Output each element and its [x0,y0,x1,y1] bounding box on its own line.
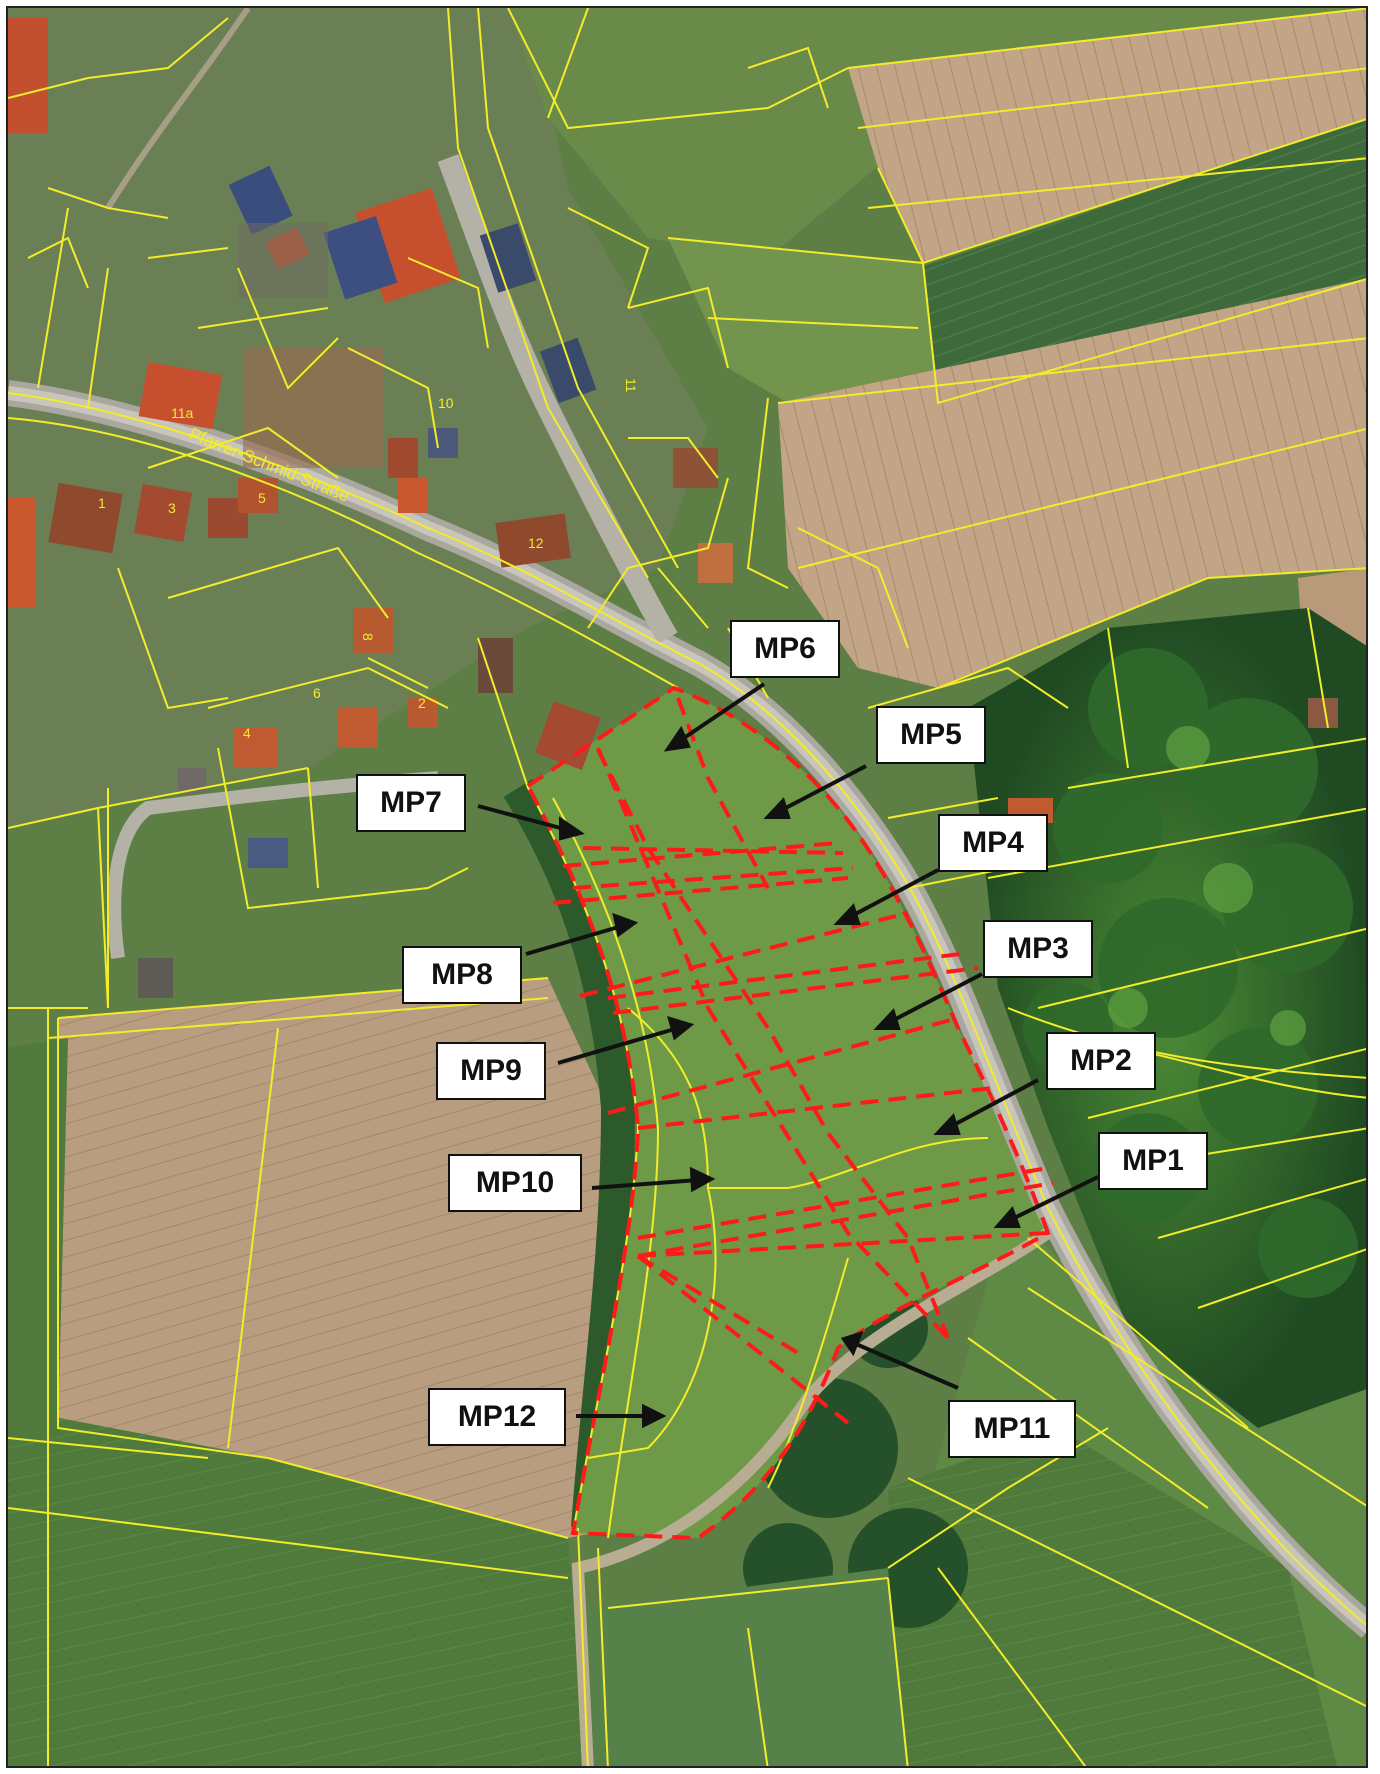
map-canvas: Pfarrer-Schmid-Straße 11a 11 8 6 4 2 5 3… [8,8,1366,1766]
arrowhead-mp2 [933,1113,961,1135]
arrow-mp11 [855,1342,959,1390]
field-bottom-center [588,1568,908,1766]
house-number: 5 [258,490,266,506]
field-right-plough [778,278,1366,688]
arrowhead-mp8 [612,912,639,938]
arrow-mp2 [947,1078,1039,1130]
pointer-arrows [477,682,1099,1429]
label-mp2: MP2 [1046,1032,1156,1090]
arrow-mp10 [591,1178,699,1190]
field-middle-meadow [668,238,938,403]
house-number: 1 [98,495,106,511]
house-number: 6 [313,685,321,701]
label-mp1: MP1 [1098,1132,1208,1190]
arrow-mp1 [1007,1175,1099,1223]
path-north-diagonal [105,8,251,210]
field-top-meadow [508,8,1366,258]
label-mp4: MP4 [938,814,1048,872]
label-mp5: MP5 [876,706,986,764]
field-bottom-left [8,1408,588,1766]
house-number: 10 [438,395,454,411]
arrowhead-mp10 [689,1166,716,1193]
house-number: 11a [171,405,194,421]
label-mp12: MP12 [428,1388,566,1446]
arrowhead-mp7 [559,816,585,841]
arrowhead-mp1 [993,1206,1021,1228]
arrowhead-mp12 [642,1403,667,1429]
house-number-labels: 11a 11 8 6 4 2 5 3 1 12 10 [98,378,639,741]
label-mp9: MP9 [436,1042,546,1100]
label-mp10: MP10 [448,1154,582,1212]
field-green-stripes [918,119,1366,398]
forest-highlights [1108,726,1306,1046]
arrow-mp3 [887,972,983,1025]
house-number: 11 [623,378,639,393]
arrow-mp5 [777,764,867,814]
field-left-strip [8,1038,68,1438]
study-boundary [525,685,1054,1541]
parcel-boundaries [8,8,1366,1766]
road-farm-track [571,1228,1052,1766]
arrowhead-mp6 [663,725,691,752]
study-subdivisions [562,697,1049,1425]
arrowhead-mp9 [667,1016,695,1041]
arrow-mp8 [525,924,623,956]
road-west-branch [107,771,439,959]
field-top-right-plough [848,8,1366,263]
arrowhead-mp11 [840,1330,864,1357]
label-mp11: MP11 [948,1400,1076,1458]
house-number: 12 [528,535,544,551]
house-number: 2 [418,695,426,711]
house-number: 3 [168,500,176,516]
buildings [8,18,1338,998]
aerial-map: Pfarrer-Schmid-Straße 11a 11 8 6 4 2 5 3… [6,6,1368,1768]
arrow-mp7 [477,804,569,832]
arrow-mp6 [676,682,766,744]
field-bottom-right [888,1428,1338,1766]
arrowhead-mp4 [833,903,861,925]
house-number: 4 [243,725,251,741]
house-number: 8 [360,633,376,641]
label-mp7: MP7 [356,774,466,832]
label-mp6: MP6 [730,620,840,678]
arrowhead-mp5 [763,797,791,819]
label-mp8: MP8 [402,946,522,1004]
arrowhead-mp3 [873,1008,901,1030]
arrow-mp4 [847,868,939,920]
label-mp3: MP3 [983,920,1093,978]
arrow-mp9 [557,1026,679,1065]
